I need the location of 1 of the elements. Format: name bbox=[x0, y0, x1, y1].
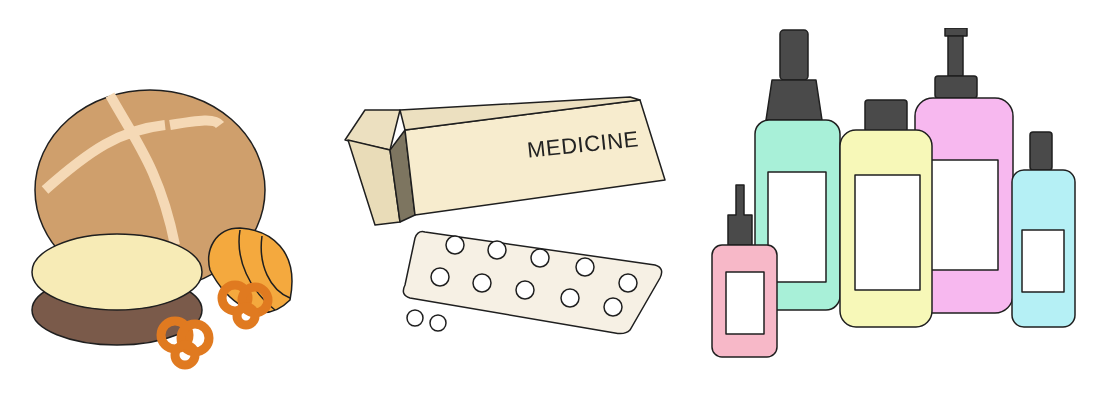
box-label: MEDICINE bbox=[525, 125, 641, 165]
